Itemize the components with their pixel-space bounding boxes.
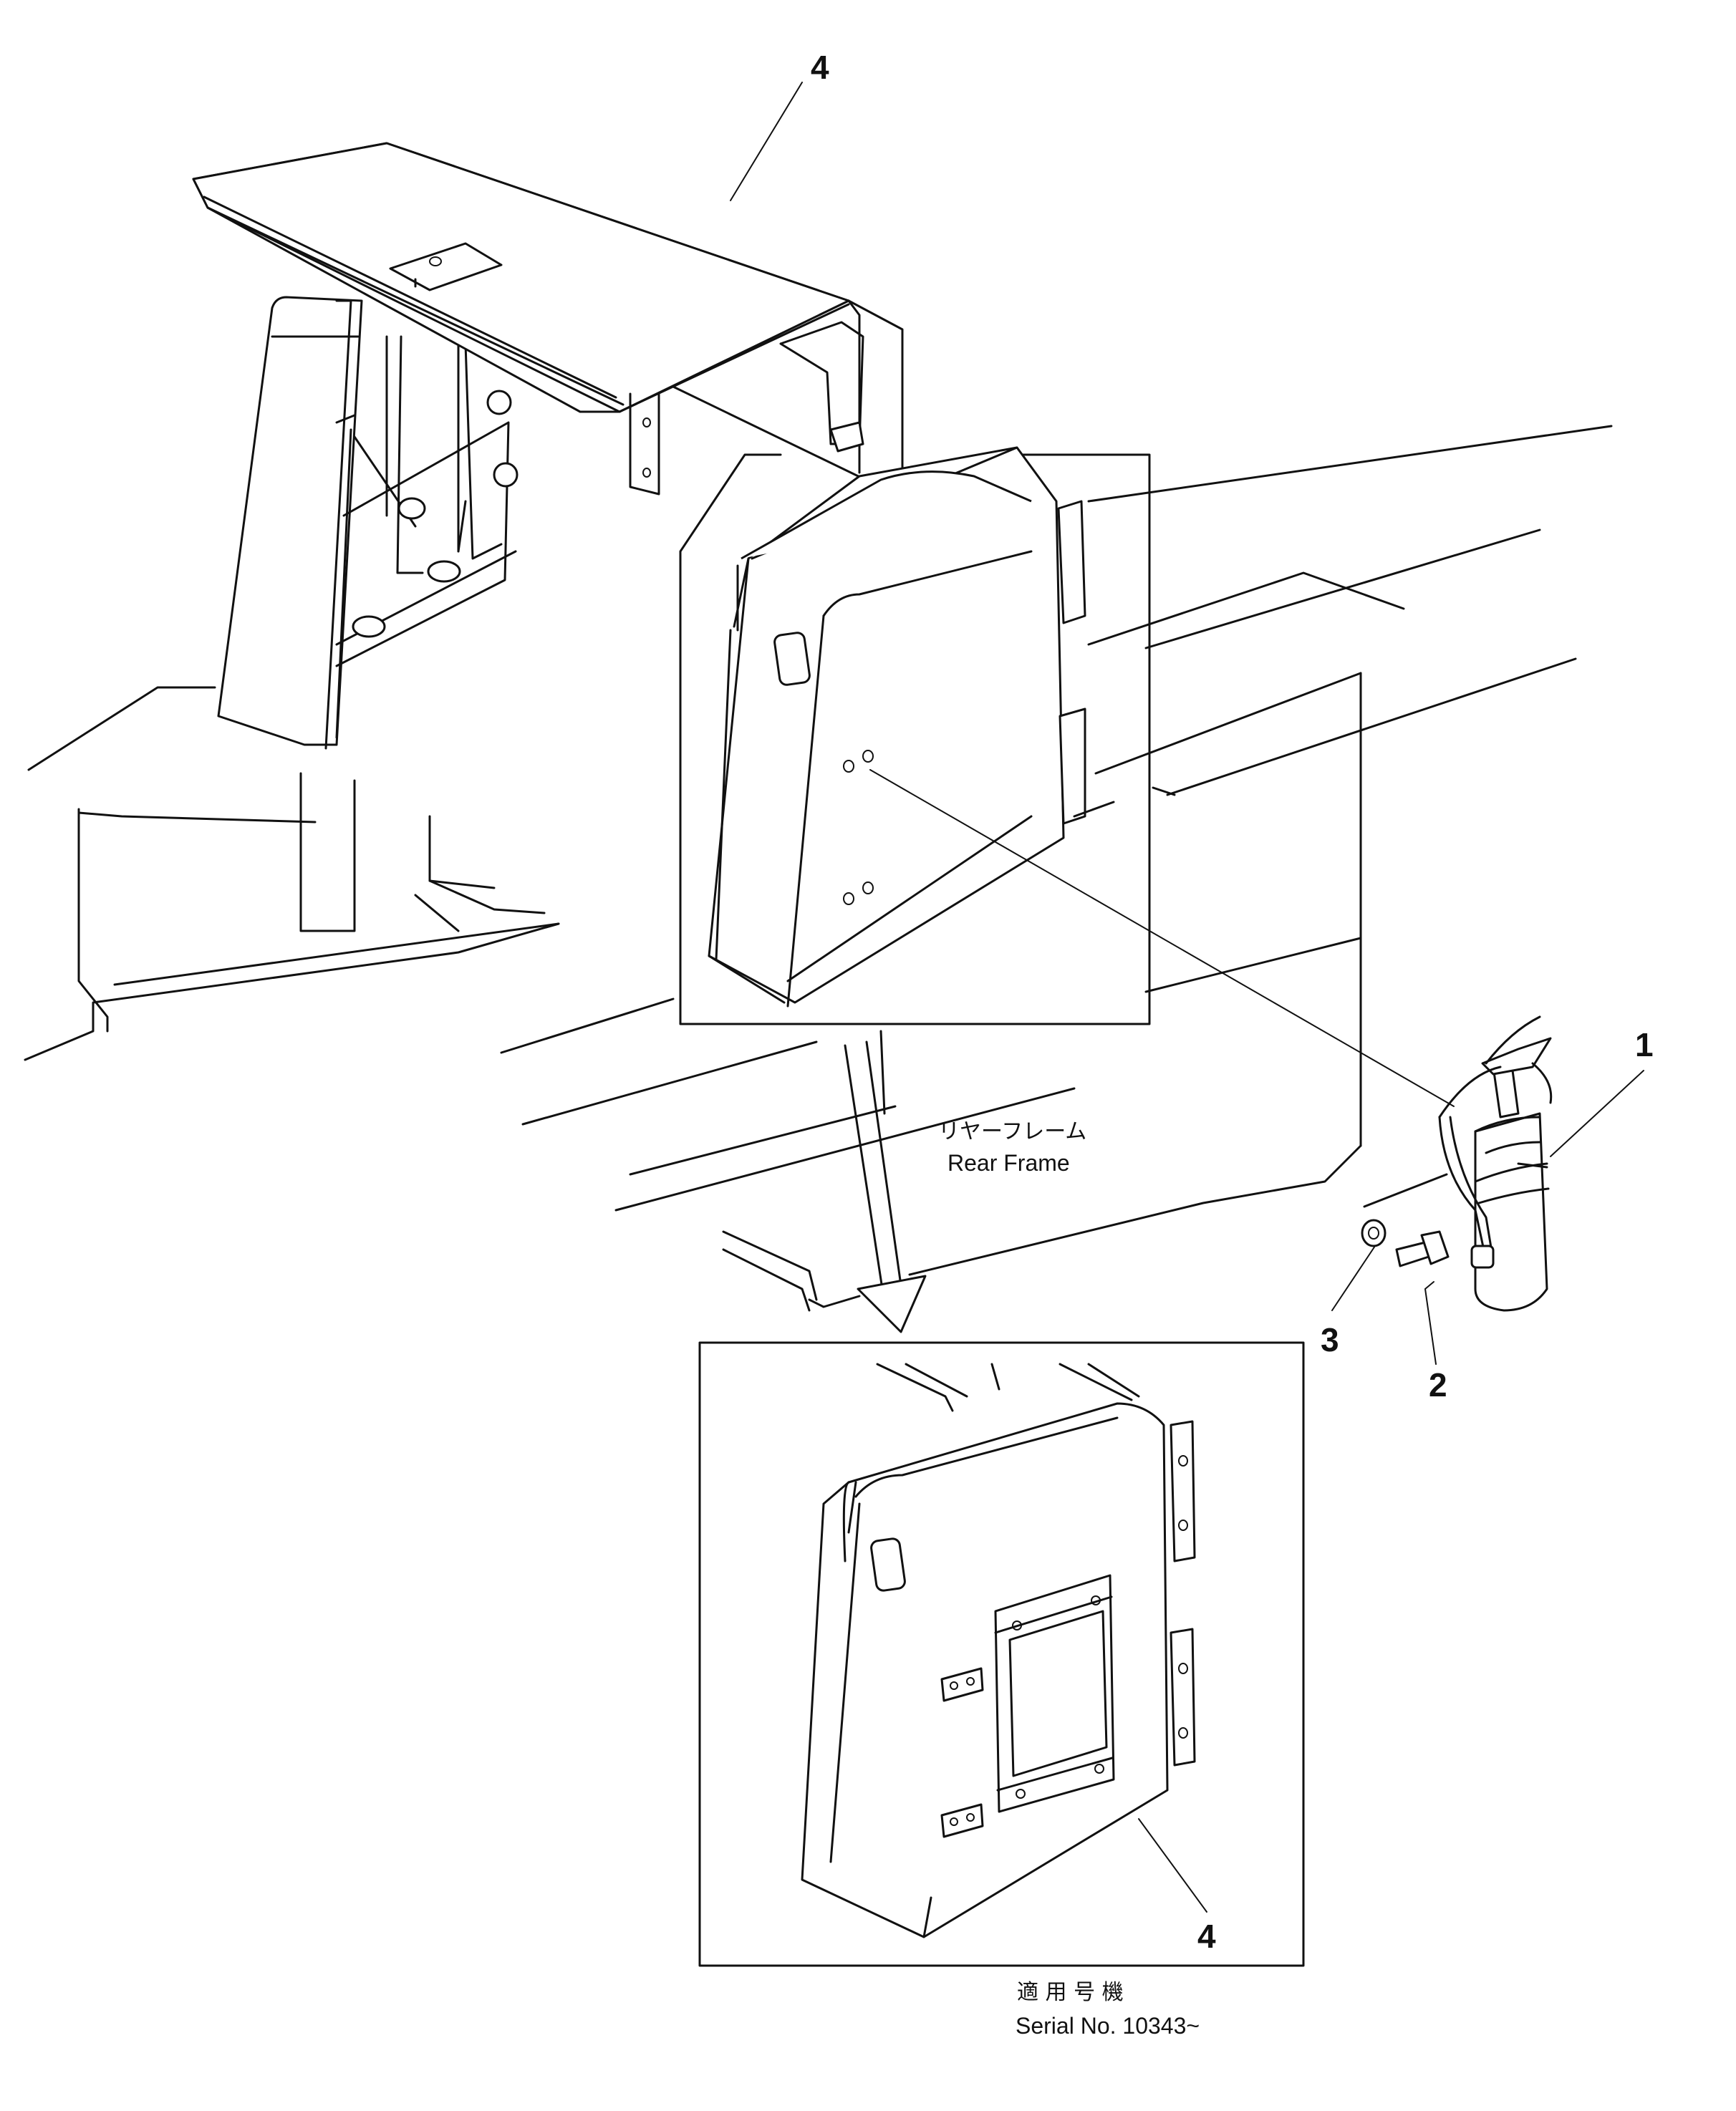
- rear-frame-label-jp: リヤーフレーム: [938, 1119, 1086, 1144]
- serial-label-jp: 適 用 号 機: [1017, 1980, 1124, 2005]
- callout-item-2: 2: [1429, 1366, 1447, 1404]
- right-fender: [709, 448, 1114, 1006]
- washer: [1362, 1220, 1385, 1246]
- top-cover-plate: [193, 143, 902, 494]
- callout-leaders: [730, 82, 1644, 1912]
- fire-extinguisher: [1440, 1017, 1551, 1310]
- detail-view-box: [700, 1343, 1303, 1966]
- callout-item-3: 3: [1321, 1321, 1339, 1358]
- serial-label-en: Serial No. 10343~: [1016, 2013, 1200, 2039]
- leader-line-extinguisher: [870, 770, 1454, 1106]
- left-fender: [218, 297, 517, 748]
- bolt: [1397, 1232, 1448, 1266]
- callout-item-4-detail: 4: [1197, 1918, 1216, 1955]
- reference-frame-box: [680, 455, 1149, 1024]
- detail-arrow: [845, 1031, 925, 1332]
- machine-body-right: [501, 426, 1611, 1310]
- callout-item-4-top: 4: [811, 49, 829, 86]
- machine-body-left: [25, 687, 559, 1060]
- callout-item-1: 1: [1635, 1026, 1654, 1063]
- rear-frame-label-en: Rear Frame: [947, 1150, 1070, 1176]
